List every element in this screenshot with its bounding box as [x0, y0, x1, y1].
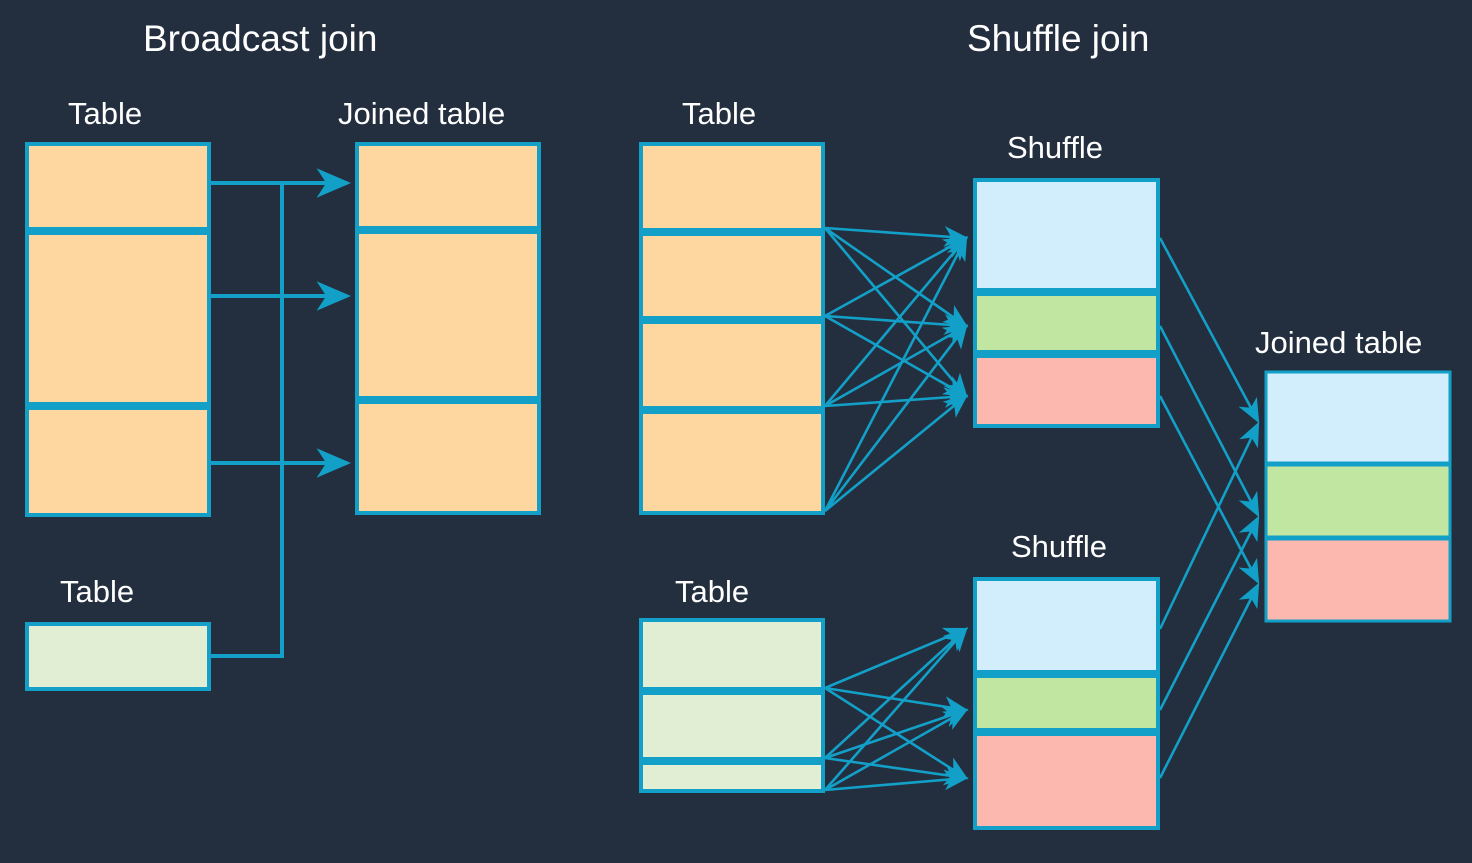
fan-arrow [824, 394, 969, 513]
table-row [355, 230, 541, 400]
fan-arrow [824, 627, 968, 791]
table-row [25, 142, 211, 231]
shuffle-join-title: Shuffle join [967, 18, 1150, 59]
label-bc-table-small: Table [60, 574, 135, 609]
table-row [639, 410, 825, 515]
shuffle-partition-green [973, 292, 1160, 354]
table-row [639, 232, 825, 320]
table-row [639, 618, 825, 691]
table-row [25, 622, 211, 691]
shuffle-partition-blue [973, 577, 1160, 674]
label-sj-table-top: Table [682, 96, 757, 131]
label-sj-shuffle-top: Shuffle [1007, 130, 1103, 165]
fan-arrow [824, 387, 969, 408]
fan-arrow [824, 236, 969, 318]
label-bc-joined-table: Joined table [338, 96, 506, 131]
bc-joined-table[interactable] [355, 142, 541, 515]
table-row [639, 691, 825, 761]
table-row [1264, 463, 1452, 539]
fan-arrow [824, 686, 969, 717]
merge-arrow-pink-bottom [1158, 582, 1260, 779]
label-sj-shuffle-bottom: Shuffle [1011, 529, 1107, 564]
sj-table-top[interactable] [639, 142, 825, 515]
sj-shuffle-bottom[interactable] [973, 577, 1160, 830]
table-row [355, 400, 541, 515]
table-row [639, 142, 825, 232]
fan-arrow [824, 627, 969, 690]
shuffle-partition-green [973, 674, 1160, 732]
fan-arrow [824, 769, 969, 792]
broadcast-join-title: Broadcast join [143, 18, 378, 59]
table-row [639, 320, 825, 410]
label-sj-joined-table: Joined table [1255, 325, 1423, 360]
merge-arrow-blue-top [1158, 237, 1260, 424]
table-row [25, 406, 211, 517]
fan-arrow [824, 236, 968, 407]
broadcast-trunk [211, 183, 284, 658]
label-sj-table-bottom: Table [675, 574, 750, 609]
sj-shuffle-top[interactable] [973, 178, 1160, 428]
fan-arrow [824, 708, 969, 792]
table-row [1264, 370, 1452, 465]
table-row [25, 231, 211, 406]
merge-arrow-green-bottom [1158, 515, 1260, 711]
fan-arrow [824, 226, 969, 247]
fan-arrow [824, 627, 968, 759]
fan-arrow [824, 324, 969, 408]
broadcast-connectors [211, 168, 352, 658]
table-row [355, 142, 541, 230]
sj-joined-table[interactable] [1264, 370, 1452, 623]
shuffle-partition-pink [973, 354, 1160, 428]
fan-arrow [824, 314, 969, 398]
merge-arrow-blue-bottom [1158, 421, 1260, 630]
label-bc-table-large: Table [68, 96, 143, 131]
fan-arrow [823, 235, 968, 512]
fan-arrow [823, 323, 968, 512]
bc-table-large[interactable] [25, 142, 211, 517]
fan-arrow [824, 227, 968, 398]
shuffle-partition-blue [973, 178, 1160, 292]
merge-arrow-green-top [1158, 325, 1260, 518]
table-row [639, 761, 825, 793]
shuffle-partition-pink [973, 732, 1160, 830]
sj-table-bottom[interactable] [639, 618, 825, 793]
bc-table-small[interactable] [25, 622, 211, 691]
shuffle-bottom-fanout [824, 627, 969, 792]
table-row [1264, 537, 1452, 623]
shuffle-merge-arrows [1158, 237, 1260, 779]
shuffle-top-fanout [823, 226, 969, 513]
